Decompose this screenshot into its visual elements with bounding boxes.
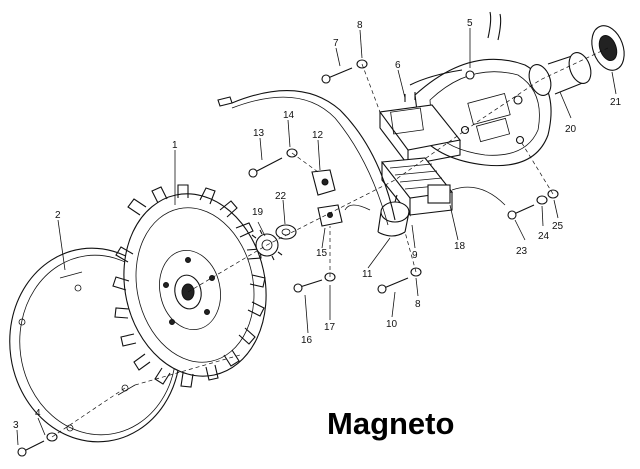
callout-5: 5 [467, 18, 473, 29]
callout-16: 16 [301, 335, 313, 346]
leader-lines [16, 28, 617, 446]
callout-12: 12 [312, 130, 324, 141]
part-condenser [377, 194, 410, 237]
callout-8-bottom: 8 [415, 299, 421, 310]
diagram-title: Magneto [327, 406, 454, 441]
callout-17: 17 [324, 322, 336, 333]
callout-24: 24 [538, 231, 550, 242]
callout-7: 7 [333, 38, 339, 49]
callout-13: 13 [253, 128, 265, 139]
callout-1: 1 [172, 140, 178, 151]
callout-3: 3 [13, 420, 19, 431]
part-breaker-points [311, 169, 343, 227]
part-generating-coil [380, 157, 454, 217]
part-ignition-coil [379, 92, 461, 167]
callout-25: 25 [552, 221, 564, 232]
callout-6: 6 [395, 60, 401, 71]
callout-18: 18 [454, 241, 466, 252]
callout-20: 20 [565, 124, 577, 135]
part-bushing [528, 52, 592, 96]
callout-4: 4 [35, 408, 41, 419]
callout-10: 10 [386, 319, 398, 330]
callout-9: 9 [412, 250, 418, 261]
callout-21: 21 [610, 97, 622, 108]
wires [217, 69, 506, 226]
callout-15: 15 [316, 248, 328, 259]
callout-14: 14 [283, 110, 295, 121]
callout-labels: 1 2 3 4 5 6 7 8 8 9 10 11 12 13 14 15 16… [13, 18, 622, 431]
assembly-lines [51, 47, 609, 438]
callout-11: 11 [362, 269, 373, 280]
callout-23: 23 [516, 246, 528, 257]
part-flywheel [112, 184, 267, 388]
callout-19: 19 [252, 207, 264, 218]
callout-8-top: 8 [357, 20, 363, 31]
callout-2: 2 [55, 210, 61, 221]
callout-22: 22 [275, 191, 287, 202]
